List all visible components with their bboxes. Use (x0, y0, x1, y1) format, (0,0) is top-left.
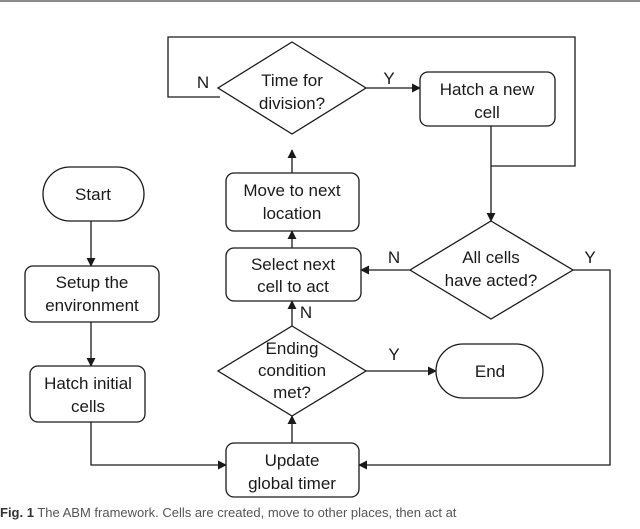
move-location-node (225, 172, 360, 232)
select-label-line2: cell to act (257, 277, 329, 296)
division-label-line1: Time for (261, 71, 323, 90)
move-label-line1: Move to next (243, 181, 341, 200)
update-timer-node (225, 442, 360, 498)
hatch-initial-label-line1: Hatch initial (44, 374, 132, 393)
hatch-new-node (419, 71, 556, 127)
hatch-initial-node (29, 365, 146, 423)
select-cell-node (225, 247, 362, 302)
hatch-new-label-line2: cell (474, 103, 500, 122)
hatch-initial-label-line2: cells (71, 397, 105, 416)
move-label-line2: location (263, 204, 322, 223)
start-node (42, 166, 145, 222)
flowchart: Start Setup the environment Hatch initia… (0, 0, 640, 498)
division-no-label: N (197, 73, 209, 92)
all-acted-yes-label: Y (584, 248, 595, 267)
start-label: Start (75, 185, 111, 204)
select-label-line1: Select next (251, 255, 335, 274)
edge-division-no-loop (167, 36, 576, 167)
end-label: End (475, 362, 505, 381)
end-node (435, 343, 544, 399)
figure-caption: Fig. 1 The ABM framework. Cells are crea… (0, 505, 640, 529)
all-acted-label-line2: have acted? (445, 271, 538, 290)
all-acted-label-line1: All cells (462, 248, 520, 267)
setup-node (24, 265, 160, 323)
update-label-line2: global timer (248, 474, 336, 493)
ending-label-line3: met? (273, 383, 311, 402)
setup-label-line2: environment (45, 296, 139, 315)
ending-label-line1: Ending (266, 339, 319, 358)
all-acted-no-label: N (388, 248, 400, 267)
update-label-line1: Update (265, 451, 320, 470)
ending-label-line2: condition (258, 361, 326, 380)
ending-no-label: N (300, 303, 312, 322)
division-label-line2: division? (259, 94, 325, 113)
all-acted-node (408, 220, 575, 320)
division-yes-label: Y (383, 69, 394, 88)
caption-label: Fig. 1 (0, 505, 34, 520)
edges (86, 36, 611, 470)
division-node (216, 41, 368, 135)
edge-allacted-update (358, 269, 611, 470)
ending-yes-label: Y (388, 345, 399, 364)
caption-text: The ABM framework. Cells are created, mo… (37, 505, 457, 520)
hatch-new-label-line1: Hatch a new (440, 80, 535, 99)
edge-hatch-update (90, 422, 227, 470)
ending-condition-node (216, 325, 368, 417)
setup-label-line1: Setup the (56, 273, 129, 292)
